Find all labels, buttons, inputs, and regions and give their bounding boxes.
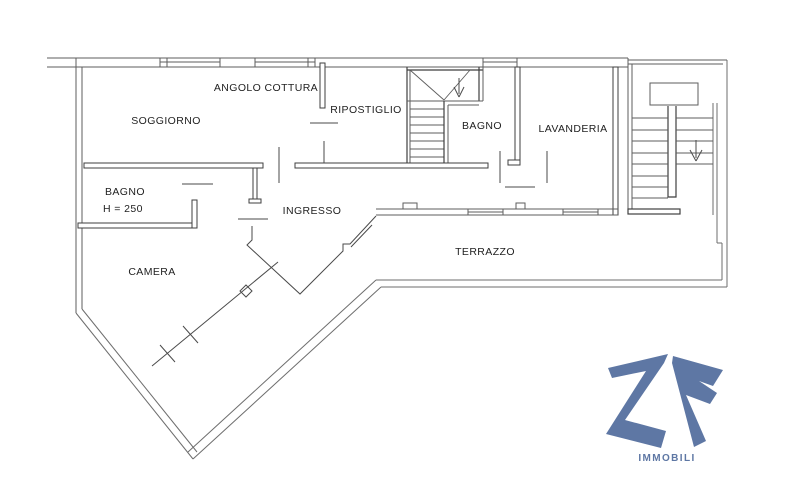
door-markers (182, 122, 548, 220)
south-facade-wall (376, 202, 618, 216)
internal-stair-down-arrow-icon (453, 78, 465, 98)
door-jamb-camera-1 (182, 325, 199, 344)
door-leaf-terrace (350, 224, 373, 248)
label-lavanderia: LAVANDERIA (539, 123, 608, 135)
wall-lavanderia-west (514, 66, 521, 166)
room-labels: SOGGIORNO ANGOLO COTTURA RIPOSTIGLIO BAG… (103, 82, 607, 278)
interior-walls (77, 62, 619, 229)
wall-soggiorno-south-west (83, 162, 264, 169)
wall-camera-southeast (151, 261, 279, 367)
external-stair-steps-left (632, 117, 668, 199)
wall-bagno-left-south (77, 222, 197, 229)
label-bagno-left: BAGNO (105, 186, 145, 198)
wall-ingresso-terrace-zigzag (246, 215, 377, 295)
label-ripostiglio: RIPOSTIGLIO (330, 104, 402, 116)
internal-stair-steps (410, 108, 444, 158)
label-ingresso: INGRESSO (283, 205, 342, 217)
outer-walls (47, 57, 628, 313)
terrace-boundary (75, 60, 728, 460)
logo-s-glyph (672, 356, 723, 447)
external-stair-steps-right (676, 117, 713, 165)
label-bagno-left-height: H = 250 (103, 203, 143, 215)
wall-lavanderia-west-foot (507, 159, 521, 166)
agency-logo: IMMOBILI (606, 354, 723, 464)
wall-soggiorno-south-east (294, 162, 489, 169)
logo-z-glyph (606, 354, 668, 448)
label-terrazzo: TERRAZZO (455, 246, 515, 258)
top-wall-windows (159, 58, 518, 67)
wall-bagno-left-east (191, 199, 198, 229)
wall-lavanderia-east (612, 66, 619, 216)
internal-staircase (406, 67, 484, 165)
wall-ingresso-west (252, 167, 258, 200)
door-jamb-camera-2 (159, 344, 176, 363)
wall-ripostiglio-west (319, 62, 326, 109)
pillar-marker (239, 284, 253, 298)
label-angolo-cottura: ANGOLO COTTURA (214, 82, 318, 94)
label-camera: CAMERA (128, 266, 175, 278)
wall-ingresso-west-foot (248, 198, 262, 204)
label-soggiorno: SOGGIORNO (131, 115, 201, 127)
logo-brand-text: IMMOBILI (638, 453, 695, 464)
external-staircase (627, 58, 727, 215)
external-stair-down-arrow-icon (689, 140, 703, 162)
diagonal-walls (151, 215, 377, 367)
label-bagno-top: BAGNO (462, 120, 502, 132)
